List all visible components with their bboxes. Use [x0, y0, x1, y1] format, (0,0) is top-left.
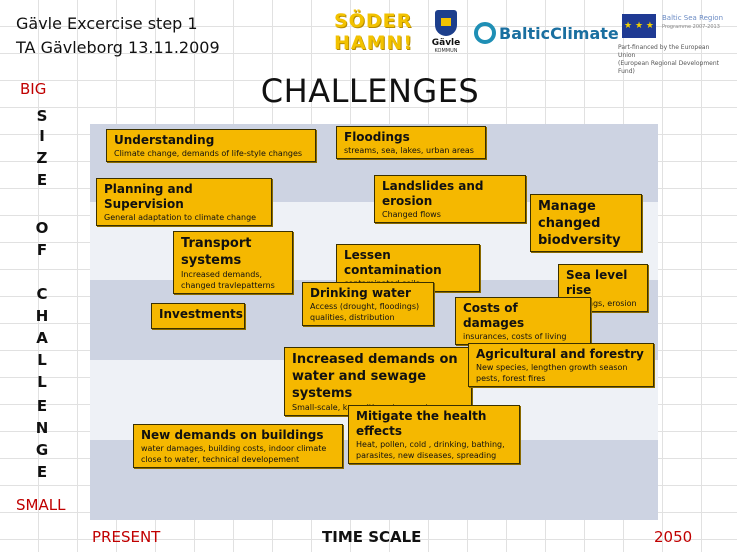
baltic-climate-mark-icon — [474, 22, 496, 44]
challenge-box-understanding: Understanding Climate change, demands of… — [106, 129, 316, 162]
challenge-box-drinking-water: Drinking water Access (drought, flooding… — [302, 282, 434, 326]
y-axis-letter: E — [36, 397, 48, 415]
challenge-title: Increased demands on water and sewage sy… — [292, 352, 458, 401]
eu-program-label: Baltic Sea Region Programme 2007-2013 — [662, 14, 728, 32]
challenge-title: Agricultural and forestry — [476, 347, 644, 361]
challenge-detail: buildings, erosion — [566, 299, 637, 308]
challenge-title: Transport systems — [181, 236, 252, 268]
challenge-box-agriculture: Agricultural and forestry New species, l… — [468, 343, 654, 387]
y-axis-letter: H — [35, 307, 49, 325]
y-axis-letter: O — [35, 219, 49, 237]
challenge-detail: New species, lengthen growth season pest… — [476, 363, 628, 383]
y-axis-top-label: BIG — [20, 80, 47, 98]
eu-baltic-sea-region-logo: ★ ★ ★ Baltic Sea Region Programme 2007-2… — [618, 14, 728, 75]
eu-program-years: Programme 2007-2013 — [662, 24, 720, 30]
challenge-title: Costs of damages — [463, 301, 525, 330]
y-axis-letter: I — [39, 127, 45, 145]
eu-flag-icon: ★ ★ ★ — [622, 14, 656, 38]
y-axis-letter: E — [36, 171, 48, 189]
eu-finance-label: Part-financed by the European Union (Eur… — [618, 44, 728, 76]
baltic-climate-logo-text: BalticClimate — [499, 24, 619, 43]
gavle-logo-name: Gävle — [431, 38, 461, 48]
eu-program-name: Baltic Sea Region — [662, 14, 724, 22]
challenge-title: Planning and Supervision — [104, 182, 193, 211]
soderhamn-logo-line-2: HAMN! — [334, 32, 414, 54]
challenge-title: New demands on buildings — [141, 428, 324, 442]
challenge-detail: Access (drought, floodings) qualities, d… — [310, 302, 420, 322]
challenge-detail: insurances, costs of living — [463, 332, 567, 341]
challenge-title: Lessen contamination — [344, 248, 442, 277]
y-axis-letter: L — [37, 373, 47, 391]
challenge-title: Floodings — [344, 130, 410, 144]
gavle-logo-sub: KOMMUN — [434, 48, 458, 54]
challenge-title: Landslides and erosion — [382, 179, 484, 208]
y-axis-letter: A — [36, 329, 48, 347]
challenge-detail: Heat, pollen, cold , drinking, bathing, … — [356, 440, 505, 460]
y-axis-letter: Z — [36, 149, 48, 167]
challenge-detail: Climate change, demands of life-style ch… — [114, 149, 303, 158]
challenge-box-floodings: Floodings streams, sea, lakes, urban are… — [336, 126, 486, 159]
challenge-detail: streams, sea, lakes, urban areas — [344, 146, 474, 155]
y-axis-letter: E — [36, 463, 48, 481]
y-axis-letter: G — [35, 441, 49, 459]
challenge-title: Mitigate the health effects — [356, 409, 487, 438]
header-line-1: Gävle Excercise step 1 — [16, 14, 198, 33]
y-axis-letter: L — [37, 351, 47, 369]
y-axis-letter: F — [36, 241, 48, 259]
soderhamn-logo-line-1: SÖDER — [334, 10, 413, 32]
page-title: CHALLENGES — [260, 72, 480, 110]
challenge-title: Drinking water — [310, 286, 411, 300]
challenge-title: Understanding — [114, 133, 215, 147]
y-axis-letter: N — [35, 419, 49, 437]
y-axis-bottom-label: SMALL — [16, 496, 66, 514]
gavle-crest-icon — [435, 10, 457, 36]
header-line-2: TA Gävleborg 13.11.2009 — [16, 38, 220, 57]
challenge-title: Manage changed biodversity — [538, 199, 621, 248]
challenge-detail: Increased demands, changed travlepattern… — [181, 270, 275, 290]
y-axis-letter: S — [36, 107, 48, 125]
eu-fund-line: (European Regional Development Fund) — [618, 60, 720, 75]
challenge-box-planning: Planning and Supervision General adaptat… — [96, 178, 272, 226]
challenge-box-buildings: New demands on buildings water damages, … — [133, 424, 343, 468]
challenge-box-transport: Transport systems Increased demands, cha… — [173, 231, 293, 294]
x-axis-title: TIME SCALE — [322, 528, 422, 546]
x-axis-end-label: 2050 — [654, 528, 693, 546]
soderhamn-logo: SÖDER HAMN! — [334, 10, 414, 54]
challenge-box-health-effects: Mitigate the health effects Heat, pollen… — [348, 405, 520, 464]
challenge-title: Sea level rise — [566, 268, 628, 297]
challenge-box-landslides: Landslides and erosion Changed flows — [374, 175, 526, 223]
challenge-box-investments: Investments — [151, 303, 245, 329]
gavle-kommun-logo: Gävle KOMMUN — [424, 10, 468, 64]
challenge-box-biodiversity: Manage changed biodversity — [530, 194, 642, 252]
y-axis-letter: C — [36, 285, 48, 303]
x-axis-start-label: PRESENT — [92, 528, 161, 546]
challenge-box-costs-of-damages: Costs of damages insurances, costs of li… — [455, 297, 591, 345]
eu-finance-line: Part-financed by the European Union — [618, 44, 710, 59]
challenge-detail: Changed flows — [382, 210, 441, 219]
challenge-title: Investments — [159, 307, 243, 321]
challenge-detail: water damages, building costs, indoor cl… — [141, 444, 327, 464]
challenge-detail: General adaptation to climate change — [104, 213, 257, 222]
baltic-climate-logo: BalticClimate — [474, 22, 619, 46]
